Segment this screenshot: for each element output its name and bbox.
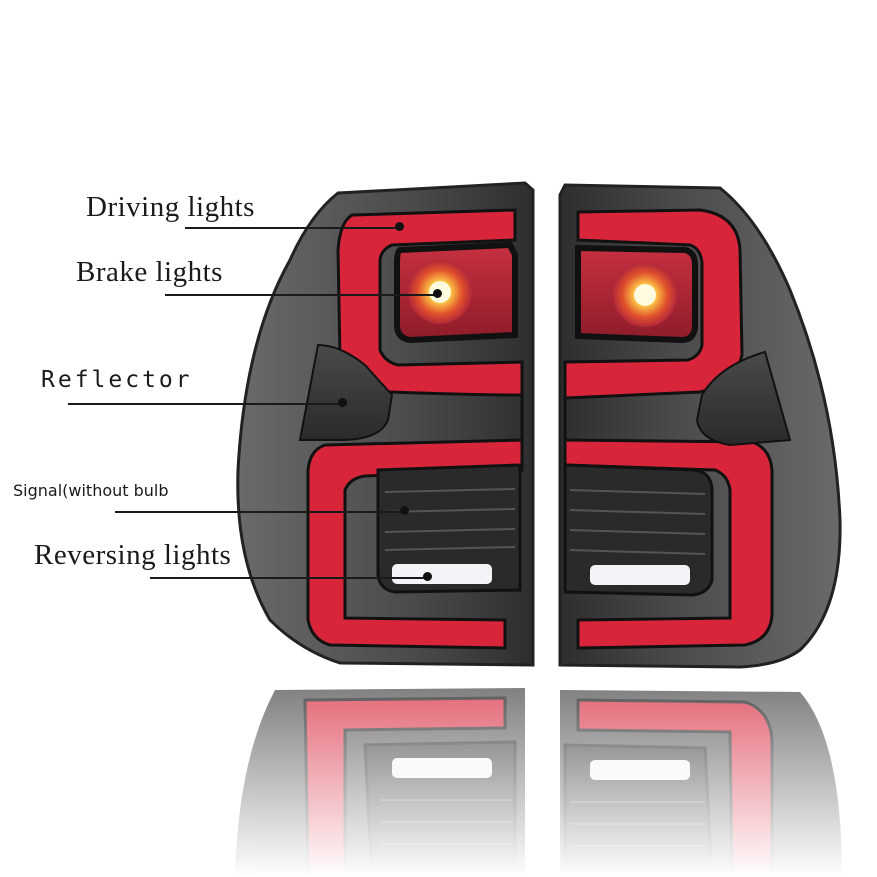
right-tail-light bbox=[558, 183, 842, 669]
dot-brake bbox=[433, 289, 442, 298]
label-reflector: Reflector bbox=[41, 367, 193, 393]
dot-reversing bbox=[423, 572, 432, 581]
leader-brake bbox=[165, 294, 437, 296]
label-driving-lights: Driving lights bbox=[86, 191, 255, 223]
label-signal: Signal(without bulb bbox=[13, 481, 169, 500]
leader-driving bbox=[185, 227, 400, 229]
leader-reversing bbox=[150, 577, 428, 579]
dot-signal bbox=[400, 506, 409, 515]
leader-signal bbox=[115, 511, 405, 513]
dot-driving bbox=[395, 222, 404, 231]
leader-reflector bbox=[68, 403, 343, 405]
dot-reflector bbox=[338, 398, 347, 407]
label-reversing-lights: Reversing lights bbox=[34, 539, 232, 571]
label-brake-lights: Brake lights bbox=[76, 256, 223, 288]
left-tail-light bbox=[236, 181, 535, 667]
